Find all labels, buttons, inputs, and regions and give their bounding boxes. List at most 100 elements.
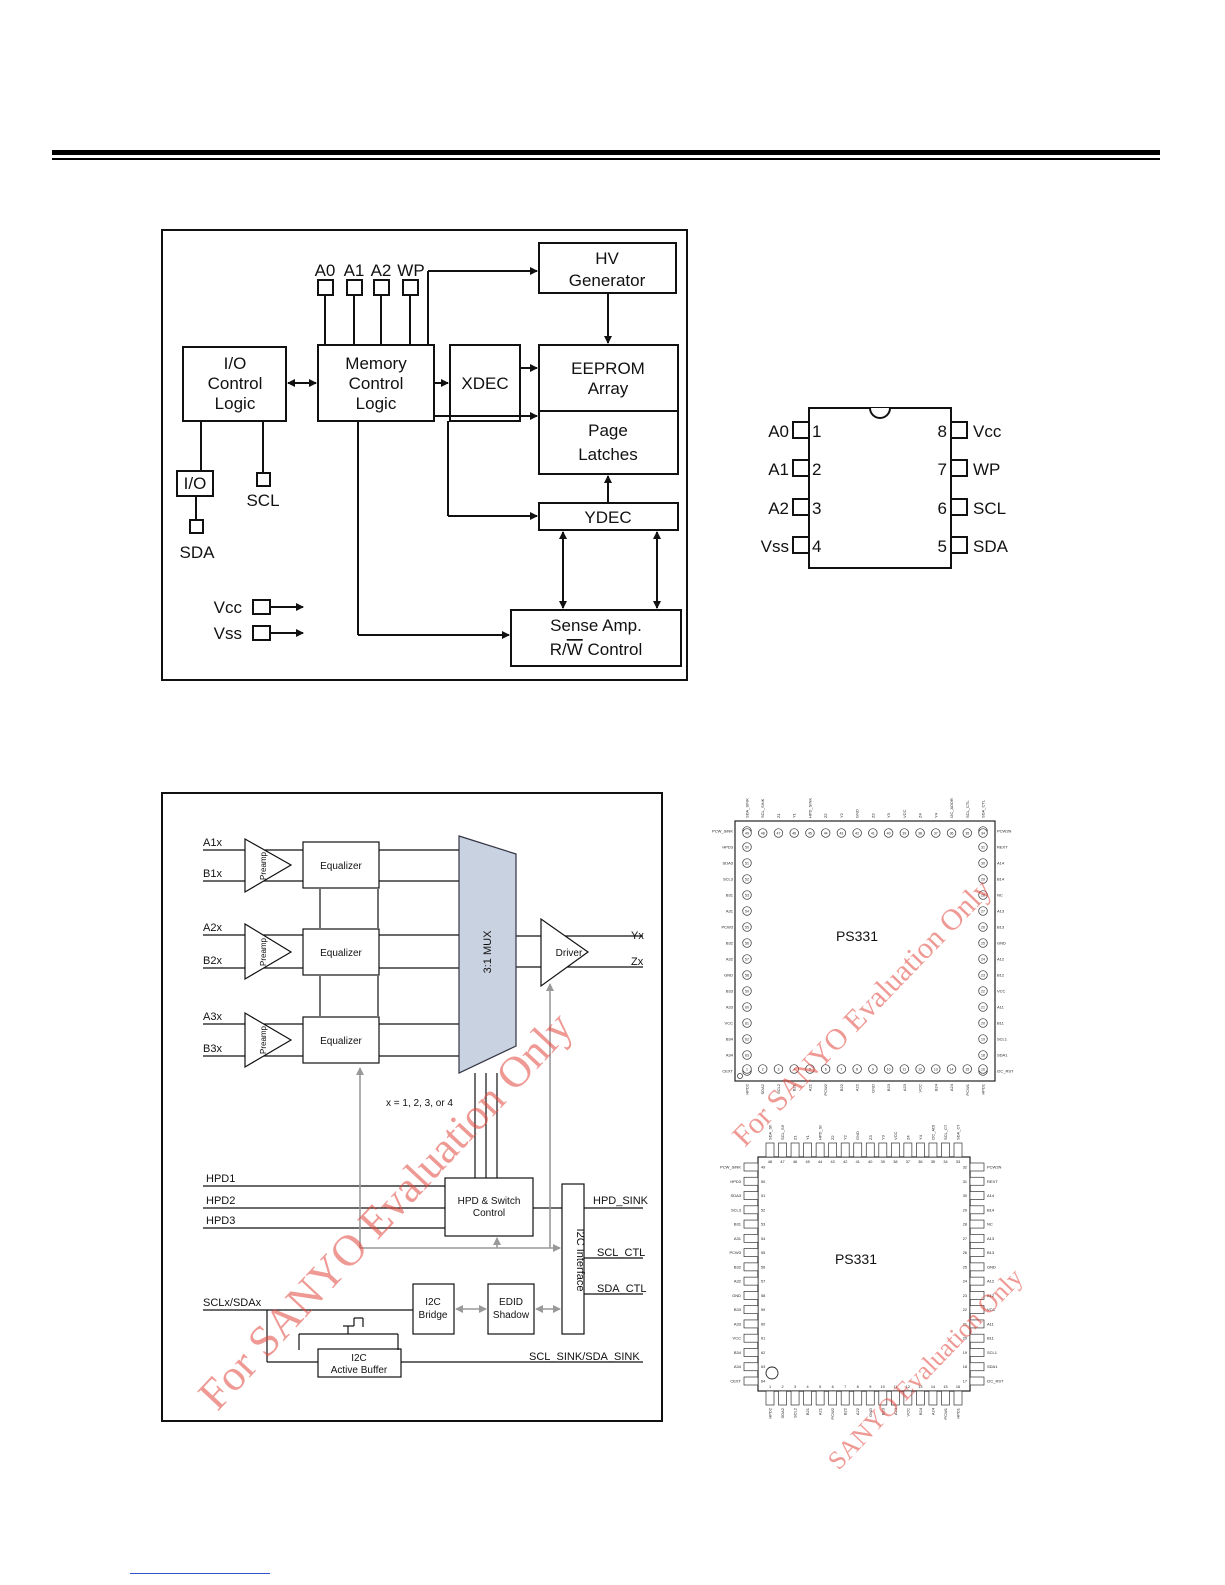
- io-buffer-label: I/O: [184, 474, 207, 493]
- pkg-bottom-top-label: HPD_SINK: [818, 1125, 823, 1140]
- mux-label: 3:1 MUX: [482, 930, 494, 973]
- pkg-top-bottom-num: 1: [746, 1068, 748, 1072]
- sense-label-1: Sense Amp.: [550, 616, 642, 635]
- pkg-top-left-pin: [742, 842, 752, 852]
- pkg-bottom-right-label: GND: [987, 1264, 996, 1269]
- pkg-top-left-pin: [742, 890, 752, 900]
- pkg-top-top-label: I2C_ADDR: [949, 798, 954, 818]
- pkg-top-bottom-pin: [946, 1064, 957, 1074]
- pkg-top-bottom-pin: [899, 1064, 909, 1074]
- pkg-top-right-pin: [978, 986, 988, 996]
- pkg-bottom-bottom-label: VCC: [905, 1408, 910, 1417]
- pkg-top-bottom-num: 13: [934, 1068, 938, 1072]
- pkg-top-top-num: 48: [761, 832, 765, 836]
- pkg-bottom-right-pin: [969, 1176, 985, 1186]
- pkg-bottom-left-num: 55: [761, 1251, 765, 1255]
- header-rule-thin: [52, 158, 1160, 160]
- pkg-top-top-label: VCC: [902, 809, 907, 818]
- pkg-bottom-right-pin: [969, 1191, 985, 1200]
- sda-ctl-label: SDA_CTL: [597, 1283, 647, 1295]
- pkg-bottom-left-num: 50: [761, 1180, 765, 1184]
- pkg-bottom-bottom-pin: [878, 1390, 888, 1406]
- pkg-bottom-left-num: 58: [761, 1294, 765, 1298]
- pkg-bottom-bottom-num: 6: [832, 1385, 834, 1389]
- eeprom-block-diagram: A0 A1 A2 WP HV Generator I/O Control Log…: [161, 229, 688, 681]
- page-latches-block: [538, 410, 679, 475]
- pkg-top-bottom-num: 7: [840, 1068, 842, 1072]
- pkg-bottom-left-label: B32: [734, 1264, 742, 1269]
- buffer-label-1: I2C: [351, 1353, 367, 1364]
- pkg-top-right-pin: [978, 1034, 988, 1044]
- pkg-bottom-top-num: 35: [931, 1160, 935, 1164]
- pkg-bottom-top-label: Z1: [793, 1135, 798, 1140]
- pkg-bottom-bottom-label: B21: [805, 1407, 810, 1415]
- pkg-bottom-left-label: VCC: [733, 1336, 742, 1341]
- pkg-bottom-pin1-marker: [765, 1366, 779, 1380]
- pkg-top-right-pin: [978, 1050, 988, 1060]
- pkg-top-right-num: 25: [981, 942, 985, 946]
- array-label-2: Array: [588, 379, 629, 398]
- pkg-top-bottom-label: A21: [807, 1083, 812, 1091]
- pkg-bottom-right-label: B13: [987, 1250, 995, 1255]
- pkg-bottom-top-pin: [903, 1142, 913, 1158]
- dip-pin5-name: SDA: [973, 537, 1009, 556]
- pkg-bottom-left-label: B31: [734, 1222, 742, 1227]
- pkg-top-bottom-num: 9: [872, 1068, 874, 1072]
- pkg-bottom-bottom-label: B23: [880, 1407, 885, 1415]
- pkg-bottom-right-num: 24: [963, 1280, 967, 1284]
- pkg-bottom-top-pin: [803, 1142, 812, 1158]
- pkg-bottom-left-num: 62: [761, 1351, 765, 1355]
- pkg-bottom-left-num: 56: [761, 1265, 765, 1269]
- pkg-top-top-label: SCL_SINK: [760, 798, 765, 818]
- bridge-label-2: Bridge: [419, 1310, 448, 1321]
- pkg-top-bottom-label: B24: [933, 1083, 938, 1091]
- pkg-top-right-num: 26: [981, 926, 985, 930]
- pkg-top-svg: PS33149PCW_SINK50HPD351SDA352SCL353B3154…: [712, 798, 1014, 1096]
- mem-logic-label-3: Logic: [356, 394, 397, 413]
- pkg-top-top-label: GND: [855, 809, 860, 818]
- pkg-top-left-label: GND: [724, 973, 733, 978]
- pkg-bottom-right-num: 27: [963, 1237, 967, 1241]
- pkg-bottom-left-label: A31: [734, 1236, 742, 1241]
- in-a1x: A1x: [203, 837, 222, 849]
- pkg-bottom-left-num: 51: [761, 1194, 765, 1198]
- pkg-top-top-label: Z1: [776, 813, 781, 818]
- pkg-bottom-right-num: 28: [963, 1223, 967, 1227]
- pkg-bottom-bottom-pin: [941, 1390, 950, 1406]
- pkg-bottom-right-pin: [969, 1205, 985, 1215]
- pkg-top-left-num: 57: [745, 958, 749, 962]
- pkg-bottom-bottom-label: A24: [930, 1407, 935, 1415]
- pkg-bottom-bottom-label: A21: [818, 1407, 823, 1415]
- pkg-top-left-num: 61: [745, 1022, 749, 1026]
- pkg-bottom-left-pin: [743, 1248, 759, 1257]
- in-a2x: A2x: [203, 922, 222, 934]
- pkg-bottom-left-num: 53: [761, 1223, 765, 1227]
- pkg-bottom-top-num: 42: [843, 1160, 847, 1164]
- pkg-top-left-label: B34: [726, 1037, 734, 1042]
- pkg-top-right-label: SCL1: [997, 1037, 1008, 1042]
- pkg-top-bottom-label: B23: [886, 1083, 891, 1091]
- pkg-top-left-pin: [742, 938, 752, 948]
- pkg-bottom-left-num: 60: [761, 1322, 765, 1326]
- pkg-bottom-top-num: 37: [906, 1160, 910, 1164]
- pkg-bottom-right-label: B14: [987, 1207, 995, 1212]
- pkg-bottom-left-num: 54: [761, 1237, 765, 1241]
- pkg-bottom-right-pin: [969, 1291, 985, 1300]
- pkg-bottom-left-pin: [743, 1348, 759, 1357]
- pkg-bottom-left-num: 61: [761, 1337, 765, 1341]
- pkg-bottom-bottom-label: B24: [918, 1407, 923, 1415]
- pkg-bottom-top-pin: [941, 1142, 950, 1158]
- pkg-top-left-label: B33: [726, 989, 734, 994]
- pkg-top-bottom-num: 12: [918, 1068, 922, 1072]
- pkg-bottom-right-label: A13: [987, 1236, 995, 1241]
- pkg-bottom-top-pin: [890, 1142, 900, 1158]
- pkg-top-left-pin: [742, 1018, 752, 1028]
- scl-ctl-label: SCL_CTL: [597, 1247, 645, 1259]
- pkg-bottom-top-pin: [928, 1142, 938, 1158]
- pkg-top-top-label: Z4: [918, 813, 923, 818]
- in-b1x: B1x: [203, 868, 222, 880]
- pkg-bottom-right-pin: [969, 1305, 985, 1315]
- pkg-bottom-bottom-num: 1: [769, 1385, 771, 1389]
- pkg-bottom-left-label: SCL3: [731, 1207, 742, 1212]
- pkg-top-top-num: 34: [981, 832, 985, 836]
